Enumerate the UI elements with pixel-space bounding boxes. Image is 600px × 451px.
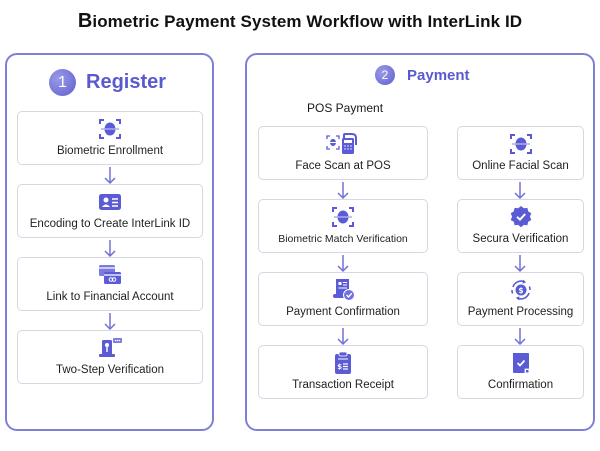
card-online-facial-scan[interactable]: Online Facial Scan	[457, 126, 584, 180]
flow-arrow	[104, 167, 116, 185]
diagram-title-text: iometric Payment System Workflow with In…	[92, 12, 523, 31]
card-label: Payment Confirmation	[286, 306, 400, 318]
flow-arrow	[337, 328, 349, 346]
card-transaction-receipt[interactable]: $ Transaction Receipt	[258, 345, 428, 399]
verified-badge-icon	[508, 205, 534, 229]
card-two-step-verification[interactable]: Two-Step Verification	[17, 330, 203, 384]
linked-cards-icon	[97, 263, 123, 287]
pos-payment-label: POS Payment	[307, 101, 384, 115]
flow-arrow	[514, 328, 526, 346]
phone-key-verification-icon	[97, 336, 123, 360]
flow-arrow	[104, 240, 116, 258]
card-label: Transaction Receipt	[292, 379, 394, 391]
svg-text:$: $	[337, 363, 342, 371]
document-check-icon	[330, 278, 356, 302]
card-biometric-match-verification[interactable]: Biometric Match Verification	[258, 199, 428, 253]
card-label: Two-Step Verification	[55, 364, 165, 376]
payment-panel: 2 Payment POS Payment Face Scan at POS	[245, 53, 595, 431]
card-payment-processing[interactable]: $ Payment Processing	[457, 272, 584, 326]
flow-arrow	[337, 255, 349, 273]
id-card-icon	[97, 190, 123, 214]
card-label: Biometric Enrollment	[56, 145, 164, 157]
card-label: Confirmation	[487, 379, 554, 391]
card-label: Secura Verification	[472, 233, 569, 245]
flow-arrow	[104, 313, 116, 331]
card-secura-verification[interactable]: Secura Verification	[457, 199, 584, 253]
step-badge-2: 2	[375, 65, 395, 85]
flow-arrow	[514, 255, 526, 273]
card-label: Encoding to Create InterLink ID	[29, 218, 191, 230]
card-confirmation[interactable]: Confirmation	[457, 345, 584, 399]
card-label: Biometric Match Verification	[278, 233, 408, 245]
face-scan-icon	[508, 132, 534, 156]
card-label: Face Scan at POS	[295, 160, 391, 172]
card-label: Payment Processing	[467, 306, 574, 318]
card-label: Online Facial Scan	[472, 160, 569, 172]
register-panel: 1 Register Biometric Enrollment	[5, 53, 214, 431]
dollar-cycle-icon: $	[508, 278, 534, 302]
checked-note-icon	[508, 351, 534, 375]
card-biometric-enrollment[interactable]: Biometric Enrollment	[17, 111, 203, 165]
card-payment-confirmation[interactable]: Payment Confirmation	[258, 272, 428, 326]
clipboard-receipt-icon: $	[330, 351, 356, 375]
card-label: Link to Financial Account	[46, 291, 174, 303]
payment-title: Payment	[407, 66, 470, 84]
card-encoding-interlink-id[interactable]: Encoding to Create InterLink ID	[17, 184, 203, 238]
register-title: Register	[86, 71, 167, 93]
flow-arrow	[337, 182, 349, 200]
register-header: 1 Register	[49, 69, 166, 96]
step-badge-1: 1	[49, 69, 76, 96]
svg-text:$: $	[518, 286, 523, 295]
diagram-title: Biometric Payment System Workflow with I…	[0, 10, 600, 33]
card-link-financial-account[interactable]: Link to Financial Account	[17, 257, 203, 311]
face-scan-icon	[330, 205, 356, 229]
pos-terminal-face-scan-icon	[326, 132, 360, 156]
face-scan-icon	[97, 117, 123, 141]
flow-arrow	[514, 182, 526, 200]
card-face-scan-pos[interactable]: Face Scan at POS	[258, 126, 428, 180]
diagram-title-initial: B	[77, 10, 93, 32]
payment-header: 2 Payment	[375, 65, 470, 85]
